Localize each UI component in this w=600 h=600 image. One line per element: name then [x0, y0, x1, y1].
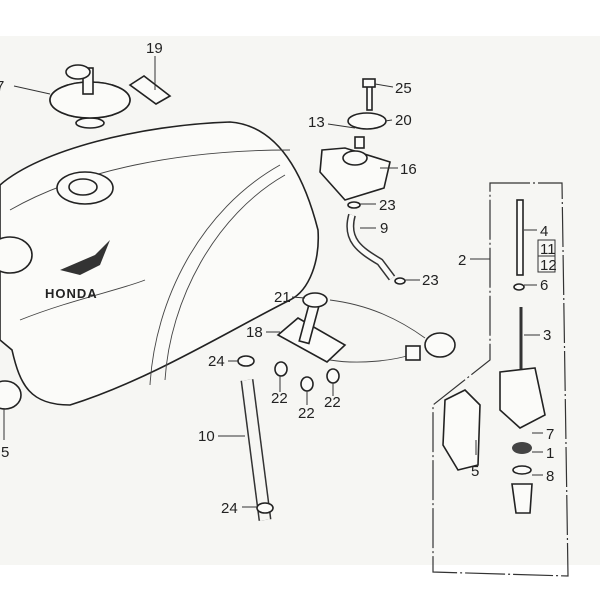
callout-7: 7 — [0, 78, 4, 95]
callout-6: 6 — [540, 277, 548, 294]
callout-5: 5 — [1, 444, 9, 461]
callout-23: 23 — [379, 197, 396, 214]
callout-22: 22 — [271, 390, 288, 407]
callout-7: 7 — [546, 426, 554, 443]
callout-25: 25 — [395, 80, 412, 97]
callout-19: 19 — [146, 40, 163, 57]
callout-10: 10 — [198, 428, 215, 445]
callout-4: 4 — [540, 223, 548, 240]
callout-5: 5 — [471, 463, 479, 480]
callout-24: 24 — [221, 500, 238, 517]
callout-24: 24 — [208, 353, 225, 370]
leader-lines — [13, 56, 543, 508]
callout-labels: 7 19 25 20 13 16 23 9 23 2 4 11 12 6 21 … — [0, 40, 557, 517]
fuel-level-sender — [276, 292, 456, 363]
fuel-tank: HONDA — [0, 121, 320, 406]
fuel-cap — [49, 64, 131, 129]
callout-21: 21 — [274, 289, 291, 306]
callout-1: 1 — [546, 445, 554, 462]
grommets — [274, 361, 340, 405]
callout-8: 8 — [546, 468, 554, 485]
breather-hose — [346, 201, 406, 285]
fuel-valve-assembly-box — [432, 182, 569, 577]
honda-logo-text: HONDA — [45, 286, 98, 301]
callout-3: 3 — [543, 327, 551, 344]
tank-mount-hardware — [319, 78, 391, 201]
callout-12: 12 — [540, 257, 557, 274]
caution-label — [128, 75, 172, 105]
callout-22: 22 — [298, 405, 315, 422]
fuel-strainer-left — [0, 380, 22, 440]
callout-20: 20 — [395, 112, 412, 129]
callout-16: 16 — [400, 161, 417, 178]
callout-9: 9 — [380, 220, 388, 237]
callout-18: 18 — [246, 324, 263, 341]
honda-wing-logo — [60, 240, 110, 275]
callout-11: 11 — [540, 241, 556, 258]
callout-13: 13 — [308, 114, 325, 131]
callout-22: 22 — [324, 394, 341, 411]
callout-2: 2 — [458, 252, 466, 269]
callout-23: 23 — [422, 272, 439, 289]
fuel-valve-parts — [442, 199, 546, 514]
callout-12-box — [537, 255, 556, 273]
fuel-tube — [237, 355, 274, 521]
